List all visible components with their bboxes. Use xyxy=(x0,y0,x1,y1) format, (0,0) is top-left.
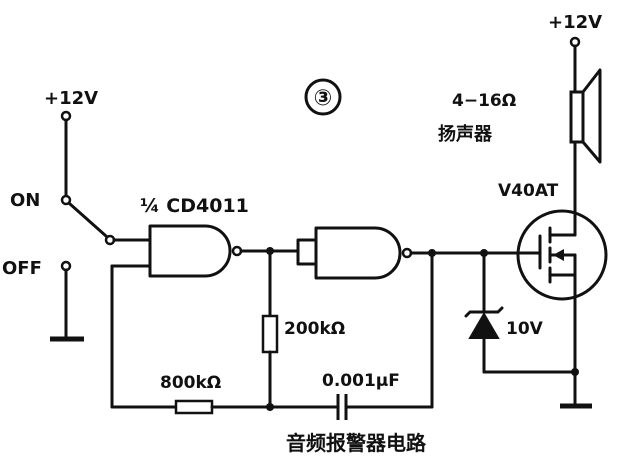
junction-source xyxy=(571,368,579,376)
nand-gate-1 xyxy=(148,224,243,278)
speaker-icon xyxy=(569,68,602,164)
switch-off-label: OFF xyxy=(2,258,42,279)
figure-number: ③ xyxy=(304,78,342,116)
right-supply-label: +12V xyxy=(548,12,602,33)
zener-label: 10V xyxy=(506,319,544,339)
nand-gate-2 xyxy=(296,226,413,280)
resistor-800k-label: 800kΩ xyxy=(160,373,221,393)
capacitor-label: 0.001μF xyxy=(322,371,400,391)
resistor-800k xyxy=(174,399,214,415)
figure-caption: 音频报警器电路 xyxy=(286,431,427,455)
power-switch: ON OFF xyxy=(2,190,116,342)
speaker-impedance-label: 4−16Ω xyxy=(452,91,516,111)
left-supply-label: +12V xyxy=(44,88,98,109)
speaker-name-label: 扬声器 xyxy=(438,123,493,145)
figure-number-text: ③ xyxy=(314,86,333,111)
switch-lever xyxy=(68,202,108,238)
switch-on-contact xyxy=(60,194,72,206)
ic-label: ¼ CD4011 xyxy=(140,195,249,217)
mosfet-v40at xyxy=(516,203,608,302)
resistor-200k-label: 200kΩ xyxy=(284,319,345,339)
zener-diode xyxy=(464,251,577,374)
resistor-200k xyxy=(261,314,279,354)
mosfet-label: V40AT xyxy=(498,181,559,201)
switch-on-label: ON xyxy=(10,190,40,211)
